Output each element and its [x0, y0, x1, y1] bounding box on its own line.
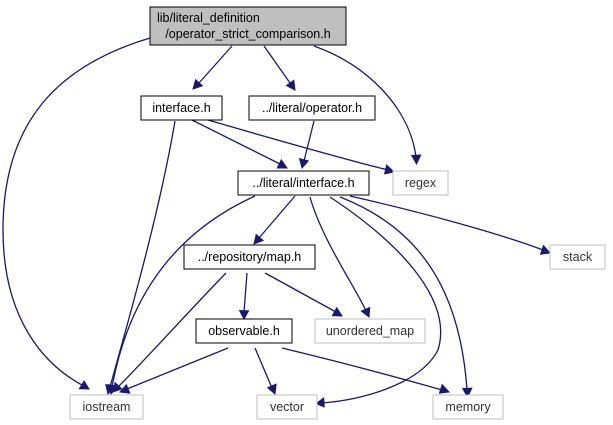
arrowhead-unordered-map-from-repository-map	[331, 306, 343, 317]
node-unordered-map-label: unordered_map	[326, 324, 414, 338]
arrowhead-vector-from-literal-interface	[314, 397, 325, 408]
node-memory[interactable]: memory	[432, 394, 504, 420]
node-literal-operator-label: ../literal/operator.h	[262, 101, 362, 115]
node-stack-box	[549, 244, 606, 270]
node-interface[interactable]: interface.h	[140, 95, 223, 121]
node-repository-map-box	[183, 244, 316, 270]
node-root[interactable]: lib/literal_definition /operator_strict_…	[149, 6, 347, 46]
node-literal-operator-box	[248, 95, 376, 121]
arrowhead-observable	[238, 309, 250, 321]
node-observable-label: observable.h	[208, 324, 280, 338]
node-memory-box	[432, 394, 504, 420]
arrowhead-memory-from-observable	[438, 383, 451, 394]
node-interface-label: interface.h	[152, 101, 210, 115]
node-iostream[interactable]: iostream	[69, 394, 144, 420]
edge-repository-map-to-observable	[243, 272, 248, 313]
edge-observable-to-vector	[254, 347, 273, 389]
arrowhead-unordered-map-from-literal-interface	[360, 306, 371, 318]
edge-root-to-regex	[313, 45, 417, 158]
node-literal-interface-label: ../literal/interface.h	[252, 176, 354, 190]
edge-literal-interface-to-vector	[321, 196, 442, 404]
arrowhead-literal-interface-from-operator	[298, 158, 310, 170]
node-stack[interactable]: stack	[549, 244, 606, 270]
dependency-nodes: lib/literal_definition /operator_strict_…	[69, 6, 606, 420]
node-vector-box	[256, 394, 318, 420]
node-repository-map-label: ../repository/map.h	[198, 250, 302, 264]
edge-observable-to-iostream	[126, 347, 229, 390]
arrowhead-stack	[539, 244, 552, 255]
node-memory-label: memory	[445, 400, 491, 414]
node-unordered-map-box	[314, 318, 426, 344]
arrowhead-iostream-from-observable	[118, 383, 131, 394]
edge-literal-operator-to-literal-interface	[303, 120, 315, 162]
edge-repository-map-to-unordered-map	[264, 272, 337, 313]
edge-root-to-iostream	[2, 37, 151, 386]
node-regex-box	[392, 170, 449, 196]
dependency-edges	[2, 37, 552, 408]
node-root-label-line-2: /operator_strict_comparison.h	[165, 27, 330, 41]
node-observable[interactable]: observable.h	[195, 318, 293, 344]
node-root-box	[149, 6, 347, 46]
edge-interface-to-literal-interface	[191, 119, 281, 165]
node-regex-label: regex	[405, 176, 437, 190]
arrowhead-repository-map	[253, 233, 264, 245]
edge-root-to-literal-operator	[263, 45, 291, 84]
node-vector[interactable]: vector	[256, 394, 318, 420]
edge-literal-interface-to-memory	[339, 196, 468, 391]
node-iostream-label: iostream	[83, 400, 131, 414]
edge-root-to-interface	[198, 45, 233, 84]
node-unordered-map[interactable]: unordered_map	[314, 318, 426, 344]
arrowhead-memory	[461, 387, 473, 399]
node-regex[interactable]: regex	[392, 170, 449, 196]
arrowhead-regex-from-interface	[383, 164, 396, 175]
edge-observable-to-memory	[281, 347, 443, 391]
edge-repository-map-to-iostream	[117, 272, 227, 388]
node-vector-label: vector	[270, 400, 304, 414]
node-interface-box	[140, 95, 223, 121]
node-repository-map[interactable]: ../repository/map.h	[183, 244, 316, 270]
edge-literal-interface-to-iostream	[111, 195, 256, 388]
node-root-label-line-1: lib/literal_definition	[157, 11, 260, 25]
edge-interface-to-iostream	[109, 120, 176, 388]
arrowhead-iostream-from-repository-map	[112, 381, 123, 393]
edge-literal-interface-to-stack	[349, 195, 544, 251]
arrowhead-literal-interface-from-interface	[276, 158, 288, 169]
node-literal-interface-box	[237, 170, 370, 196]
node-observable-box	[195, 318, 293, 344]
node-stack-label: stack	[563, 250, 593, 264]
node-literal-operator[interactable]: ../literal/operator.h	[248, 95, 376, 121]
arrowhead-regex-from-root	[410, 154, 422, 166]
arrowhead-interface	[192, 78, 204, 90]
edge-interface-to-regex	[207, 119, 389, 171]
edge-literal-interface-to-repository-map	[258, 195, 296, 239]
node-literal-interface[interactable]: ../literal/interface.h	[237, 170, 370, 196]
arrowhead-vector-from-observable	[266, 383, 277, 395]
edge-literal-interface-to-unordered-map	[309, 196, 367, 312]
arrowhead-iostream-from-root	[78, 380, 90, 390]
arrowhead-literal-operator	[285, 79, 296, 91]
node-iostream-box	[69, 394, 144, 420]
